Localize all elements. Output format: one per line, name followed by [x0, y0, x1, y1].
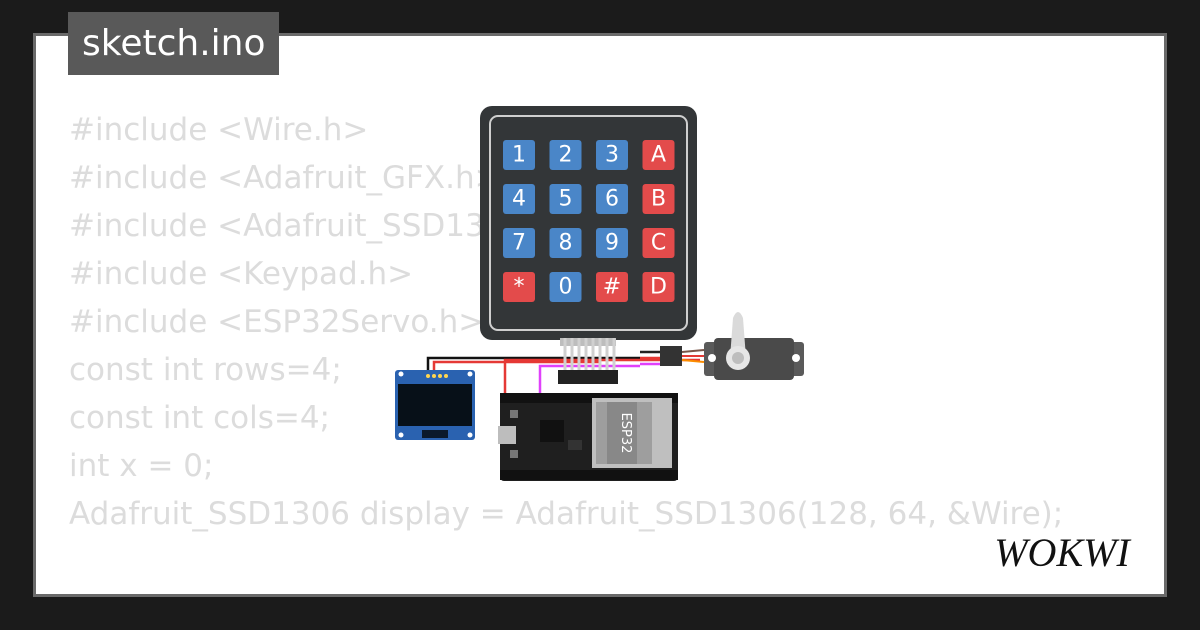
wokwi-logo: WOKWI: [994, 530, 1131, 575]
code-line: Adafruit_SSD1306 display = Adafruit_SSD1…: [69, 496, 1064, 532]
keypad-key-label: 9: [605, 231, 619, 256]
keypad-key-8[interactable]: 8: [549, 228, 582, 258]
code-line: int x = 0;: [69, 448, 214, 484]
code-line: const int rows=4;: [69, 352, 342, 388]
keypad-key-d[interactable]: D: [642, 272, 675, 302]
keypad[interactable]: 1 2 3 A 4 5 6 B 7 8 9 C * 0 # D: [480, 106, 697, 384]
keypad-key-label: A: [651, 143, 666, 168]
keypad-key-label: 7: [512, 231, 526, 256]
keypad-key-label: 3: [605, 143, 619, 168]
code-line: #include <Adafruit_GFX.h>: [69, 160, 501, 196]
keypad-key-label: 4: [512, 187, 526, 212]
keypad-key-0[interactable]: 0: [549, 272, 582, 302]
keypad-key-label: 2: [559, 143, 573, 168]
keypad-key-label: 5: [559, 187, 573, 212]
esp32-module-label: ESP32: [618, 413, 633, 454]
code-line: char keyMap[rows][cols] = {: [69, 586, 1063, 594]
esp32-board[interactable]: ESP32: [498, 393, 678, 481]
keypad-key-label: B: [651, 187, 666, 212]
keypad-key-label: *: [514, 275, 525, 300]
keypad-key-star[interactable]: *: [503, 272, 535, 302]
keypad-key-5[interactable]: 5: [549, 184, 582, 214]
keypad-key-label: 0: [559, 275, 573, 300]
keypad-key-a[interactable]: A: [642, 140, 675, 170]
keypad-connector: [558, 338, 618, 384]
keypad-key-3[interactable]: 3: [596, 140, 628, 170]
keypad-key-hash[interactable]: #: [596, 272, 628, 302]
keypad-key-9[interactable]: 9: [596, 228, 628, 258]
keypad-key-label: 8: [559, 231, 573, 256]
keypad-key-c[interactable]: C: [642, 228, 675, 258]
keypad-key-2[interactable]: 2: [549, 140, 582, 170]
keypad-key-6[interactable]: 6: [596, 184, 628, 214]
keypad-key-label: 6: [605, 187, 619, 212]
keypad-key-label: #: [603, 275, 621, 300]
oled-display[interactable]: [395, 370, 475, 440]
keypad-key-7[interactable]: 7: [503, 228, 535, 258]
keypad-key-label: 1: [512, 143, 526, 168]
keypad-key-b[interactable]: B: [642, 184, 675, 214]
keypad-key-4[interactable]: 4: [503, 184, 535, 214]
keypad-key-label: C: [651, 231, 666, 256]
servo-motor[interactable]: [660, 312, 804, 380]
file-tab[interactable]: sketch.ino: [68, 12, 280, 75]
code-line: const int cols=4;: [69, 400, 331, 436]
keypad-key-1[interactable]: 1: [503, 140, 535, 170]
keypad-key-label: D: [650, 275, 667, 300]
wokwi-logo-text: WOKWI: [994, 530, 1131, 575]
code-line: #include <Wire.h>: [69, 112, 369, 148]
code-line: #include <ESP32Servo.h>: [69, 304, 485, 340]
code-line: #include <Keypad.h>: [69, 256, 414, 292]
